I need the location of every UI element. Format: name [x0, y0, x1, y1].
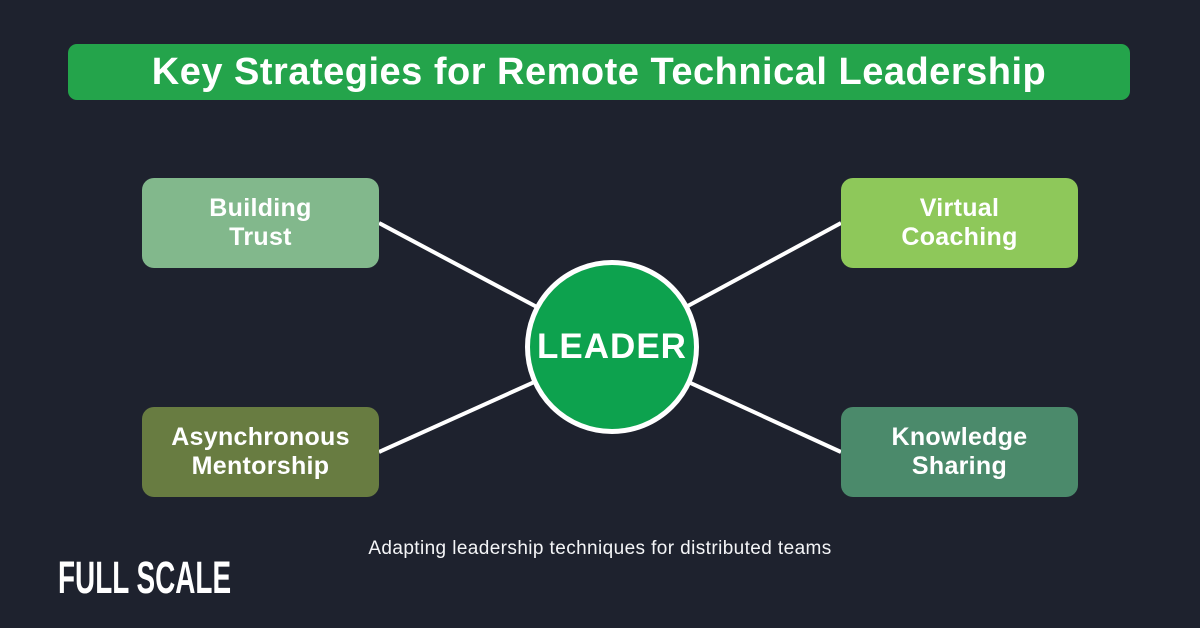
- node-knowledge-sharing: Knowledge Sharing: [841, 407, 1078, 497]
- node-asynchronous-mentorship-label: Asynchronous Mentorship: [171, 422, 350, 481]
- page-title: Key Strategies for Remote Technical Lead…: [151, 50, 1047, 93]
- leader-circle-label: LEADER: [537, 327, 687, 366]
- node-virtual-coaching: Virtual Coaching: [841, 178, 1078, 268]
- node-knowledge-sharing-label: Knowledge Sharing: [891, 422, 1028, 481]
- node-building-trust: Building Trust: [142, 178, 379, 268]
- leader-circle: LEADER: [525, 260, 699, 434]
- node-building-trust-label: Building Trust: [209, 193, 312, 252]
- footer-caption: Adapting leadership techniques for distr…: [368, 538, 832, 559]
- full-scale-logo: FULL SCALE: [58, 552, 232, 603]
- title-banner: Key Strategies for Remote Technical Lead…: [68, 44, 1130, 100]
- node-asynchronous-mentorship: Asynchronous Mentorship: [142, 407, 379, 497]
- node-virtual-coaching-label: Virtual Coaching: [901, 193, 1018, 252]
